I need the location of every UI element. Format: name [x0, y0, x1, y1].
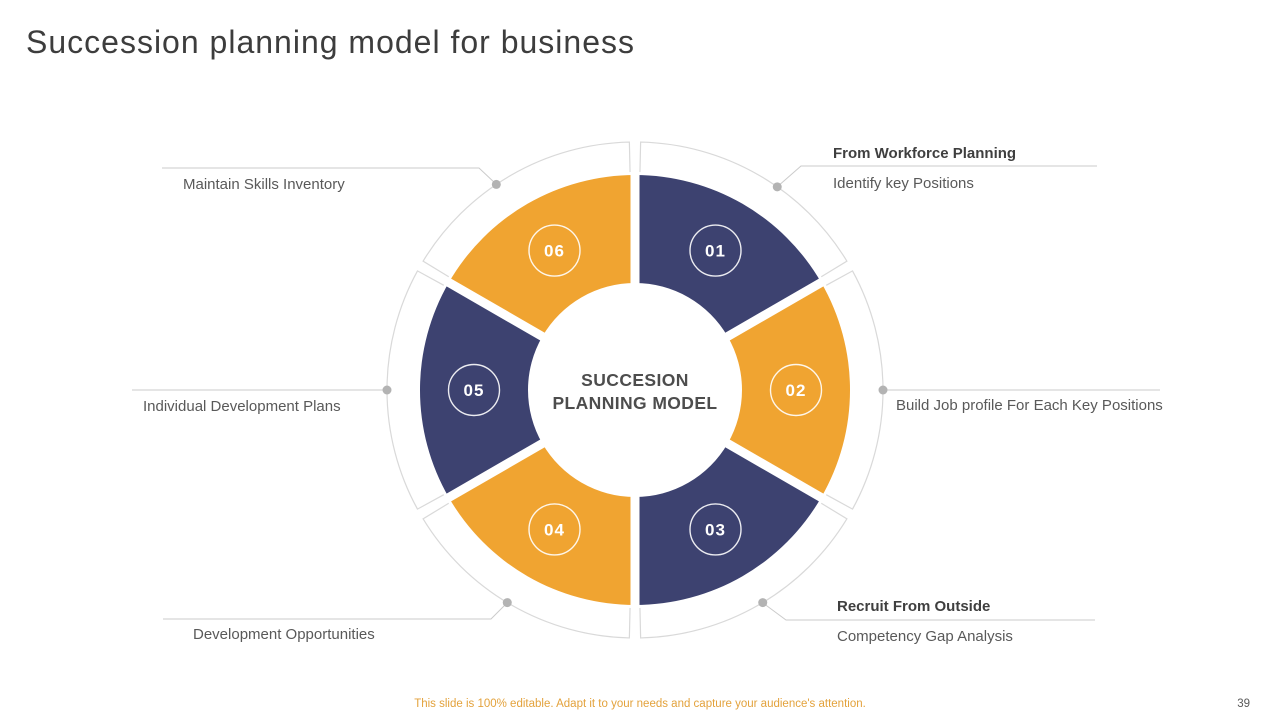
center-label-line2: PLANNING MODEL: [552, 393, 718, 413]
segment-02-badge-circle: [769, 363, 823, 417]
slide-footer-note: This slide is 100% editable. Adapt it to…: [414, 698, 866, 710]
segment-01-number: 01: [705, 242, 726, 261]
segment-05-badge-circle: [447, 363, 501, 417]
diagram-center-label: SUCCESION PLANNING MODEL: [485, 369, 785, 415]
wheel-segment-03: [635, 443, 822, 605]
segment-06-badge-circle: [528, 224, 581, 277]
wheel-segment-05: [419, 282, 543, 498]
segment-04-badge-circle: [528, 503, 581, 556]
connector-anchor-dot: [758, 598, 768, 608]
connector-recruit-from-outside: [762, 602, 1095, 621]
slide-title: Succession planning model for business: [26, 24, 635, 60]
connector-anchor-dot: [382, 385, 392, 395]
segment-01-badge-circle: [689, 224, 742, 277]
segment-03-number: 03: [705, 520, 726, 539]
wheel-segment-02: [727, 282, 851, 498]
center-label-line1: SUCCESION: [581, 370, 689, 390]
connector-development-opportunities: [163, 602, 508, 620]
segment-separator: [439, 274, 552, 345]
connector-anchor-dot: [491, 179, 501, 189]
segment-separator: [439, 435, 552, 506]
segment-03-badge-circle: [689, 503, 742, 556]
callout-individual-development-plans: Individual Development Plans: [143, 398, 341, 415]
segment-05-number: 05: [464, 381, 485, 400]
connector-maintain-skills-inventory: [162, 167, 497, 185]
segment-06-number: 06: [544, 242, 565, 261]
connector-from-workforce-planning: [776, 165, 1097, 188]
outer-ring-arc-06: [422, 141, 631, 278]
wheel-segment-06: [448, 175, 635, 337]
callout-identify-key-positions: Identify key Positions: [833, 175, 974, 192]
connector-anchor-dot: [502, 598, 512, 608]
wheel-segment-01: [635, 175, 822, 337]
callout-heading-recruit-from-outside: Recruit From Outside: [837, 598, 991, 615]
segment-04-number: 04: [544, 520, 565, 539]
wheel-segment-04: [448, 443, 635, 605]
segment-separator: [718, 435, 831, 506]
connector-anchor-dot: [772, 182, 782, 192]
callout-maintain-skills-inventory: Maintain Skills Inventory: [183, 176, 345, 193]
callout-competency-gap-analysis: Competency Gap Analysis: [837, 628, 1013, 645]
segment-separator: [718, 274, 831, 345]
connector-anchor-dot: [878, 385, 888, 395]
outer-ring-arc-01: [639, 141, 848, 278]
callout-development-opportunities: Development Opportunities: [193, 626, 375, 643]
callout-heading-from-workforce-planning: From Workforce Planning: [833, 145, 1017, 162]
page-number: 39: [1237, 698, 1250, 710]
segment-02-number: 02: [786, 381, 807, 400]
callout-build-job-profile: Build Job profile For Each Key Positions: [896, 397, 1163, 414]
